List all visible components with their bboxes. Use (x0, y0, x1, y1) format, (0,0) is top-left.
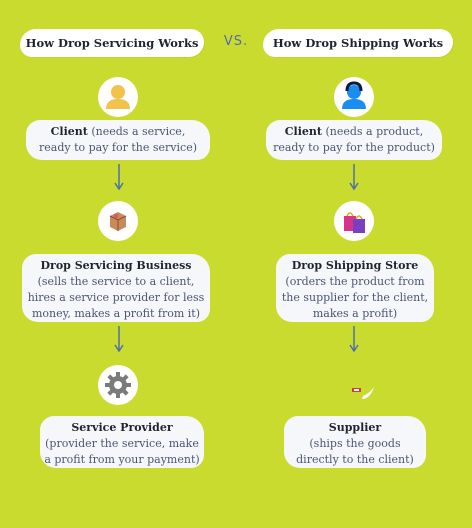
left-client-icon-circle (98, 77, 138, 117)
right-title-pill: How Drop Shipping Works (263, 29, 453, 57)
right-store-icon-circle (334, 201, 374, 241)
right-store-desc: (orders the product from the supplier fo… (281, 275, 429, 320)
right-store-title: Drop Shipping Store (291, 259, 419, 272)
right-client-box: Client (needs a product, ready to pay fo… (266, 120, 442, 160)
left-client-box: Client (needs a service, ready to pay fo… (26, 120, 210, 160)
supplier-icon (352, 387, 374, 399)
vs-label: VS. (223, 34, 249, 49)
right-supplier-title: Supplier (328, 421, 382, 434)
left-provider-box: Service Provider (provider the service, … (40, 416, 204, 468)
left-provider-icon-circle (98, 365, 138, 405)
right-client-icon-circle (334, 77, 374, 117)
shopping-bags-icon (344, 212, 365, 233)
left-client-desc-inline: (needs a service, (87, 125, 186, 138)
left-provider-desc: (provider the service, make a profit fro… (44, 437, 200, 466)
left-client-title: Client (50, 125, 88, 138)
right-client-title: Client (284, 125, 322, 138)
left-arrow-1 (114, 164, 124, 191)
right-store-box: Drop Shipping Store (orders the product … (276, 254, 434, 322)
right-arrow-1 (349, 164, 359, 191)
person-icon (106, 85, 130, 109)
left-business-icon-circle (98, 201, 138, 241)
left-business-title: Drop Servicing Business (40, 259, 192, 272)
left-client-desc: ready to pay for the service) (39, 141, 197, 154)
left-title-pill: How Drop Servicing Works (20, 29, 204, 57)
person-icon (342, 81, 366, 109)
right-title: How Drop Shipping Works (272, 36, 444, 50)
left-business-desc: (sells the service to a client, hires a … (27, 275, 205, 320)
left-provider-title: Service Provider (71, 421, 173, 434)
right-supplier-desc: (ships the goods directly to the client) (296, 437, 414, 466)
box-icon (109, 212, 127, 231)
right-supplier-box: Supplier (ships the goods directly to th… (284, 416, 426, 468)
right-client-desc: ready to pay for the product) (273, 141, 435, 154)
gear-icon (105, 372, 131, 398)
left-arrow-2 (114, 326, 124, 353)
right-client-desc-inline: (needs a product, (321, 125, 424, 138)
left-title: How Drop Servicing Works (25, 36, 199, 50)
right-arrow-2 (349, 326, 359, 353)
left-business-box: Drop Servicing Business (sells the servi… (22, 254, 210, 322)
